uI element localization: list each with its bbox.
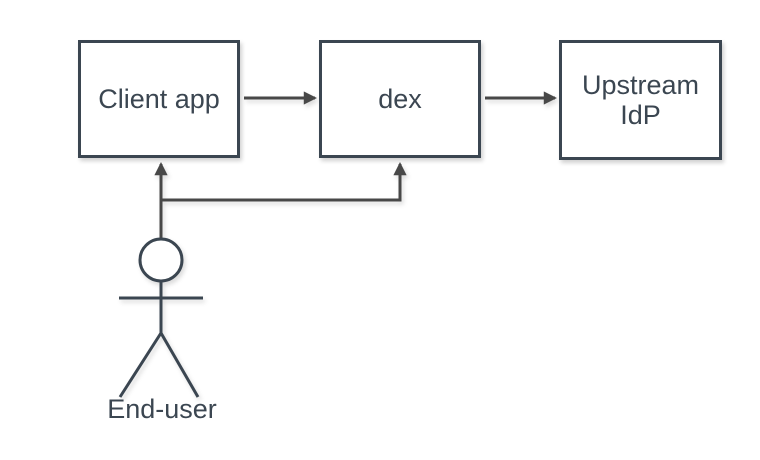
node-dex-label: dex xyxy=(378,84,422,114)
node-client-app: Client app xyxy=(78,40,240,158)
node-upstream-idp-label: Upstream IdP xyxy=(581,70,700,130)
node-upstream-idp: Upstream IdP xyxy=(559,40,722,160)
node-dex: dex xyxy=(319,40,481,158)
edge-end-user-to-dex xyxy=(161,162,407,202)
actor-label-end-user: End-user xyxy=(107,394,217,424)
actor-end-user-figure xyxy=(118,237,203,398)
node-client-app-label: Client app xyxy=(98,84,220,114)
actor-head xyxy=(138,237,184,283)
actor-body xyxy=(118,281,203,398)
